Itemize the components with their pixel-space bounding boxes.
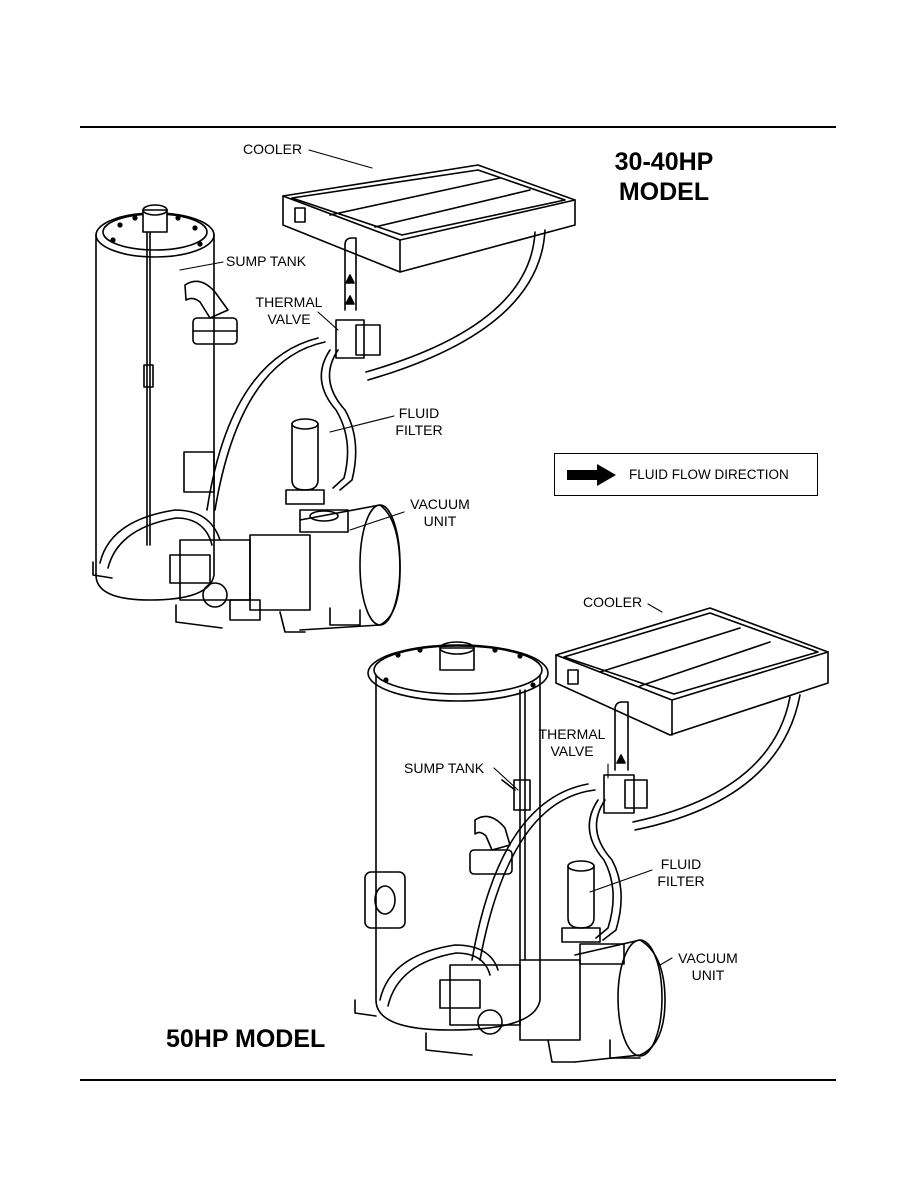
top-fluid-filter-label-line2: FILTER (395, 422, 443, 438)
top-thermal-valve-label: THERMAL VALVE (248, 294, 330, 328)
bottom-fluid-filter-label: FLUID FILTER (652, 856, 710, 890)
top-vacuum-unit-label: VACUUM UNIT (402, 496, 478, 530)
bottom-fluid-filter-label-line1: FLUID (660, 856, 702, 872)
bottom-model-title: 50HP MODEL (166, 1025, 326, 1053)
top-vacuum-unit-label-line2: UNIT (423, 513, 457, 529)
top-thermal-valve-label-line1: THERMAL (255, 294, 323, 310)
top-model-title: 30-40HP MODEL (582, 147, 746, 207)
bottom-sump-tank (364, 641, 549, 1031)
bottom-cooler-label: COOLER (583, 594, 643, 610)
bottom-fluid-filter (561, 860, 601, 943)
top-fluid-filter (285, 418, 325, 505)
bottom-vacuum-unit-label-line2: UNIT (691, 967, 725, 983)
top-vacuum-unit-label-line1: VACUUM (410, 496, 470, 512)
top-model-title-line1: 30-40HP (614, 148, 714, 176)
bottom-rule (80, 1079, 836, 1081)
bottom-vacuum-unit (354, 939, 666, 1063)
top-rule (80, 126, 836, 128)
top-cooler-label: COOLER (243, 141, 303, 157)
bottom-sump-tank-label: SUMP TANK (404, 760, 485, 776)
top-sump-tank-label: SUMP TANK (226, 253, 307, 269)
bottom-vacuum-unit-label: VACUUM UNIT (670, 950, 746, 984)
bottom-thermal-valve-label-line2: VALVE (550, 743, 594, 759)
bottom-model-drawing (354, 607, 829, 1063)
bottom-cooler (555, 607, 829, 736)
top-sump-tank (95, 204, 238, 601)
top-fluid-filter-label-line1: FLUID (398, 405, 440, 421)
bottom-fluid-filter-label-line2: FILTER (657, 873, 705, 889)
bottom-thermal-valve-label-line1: THERMAL (538, 726, 606, 742)
top-thermal-valve-label-line2: VALVE (267, 311, 311, 327)
leader-lines (179, 149, 673, 966)
bottom-thermal-valve-label: THERMAL VALVE (531, 726, 613, 760)
top-thermal-valve (335, 237, 381, 359)
bottom-vacuum-unit-label-line1: VACUUM (678, 950, 738, 966)
top-fluid-filter-label: FLUID FILTER (390, 405, 448, 439)
legend-text: FLUID FLOW DIRECTION (629, 467, 789, 482)
top-model-title-line2: MODEL (618, 178, 710, 206)
top-model-drawing (92, 164, 576, 633)
flow-direction-legend: FLUID FLOW DIRECTION (554, 453, 818, 496)
top-cooler (282, 164, 576, 273)
bottom-hoses (379, 694, 801, 1007)
top-vacuum-unit (92, 504, 401, 633)
top-hoses (99, 229, 546, 569)
right-arrow-icon (567, 464, 616, 486)
bottom-thermal-valve (603, 701, 648, 814)
